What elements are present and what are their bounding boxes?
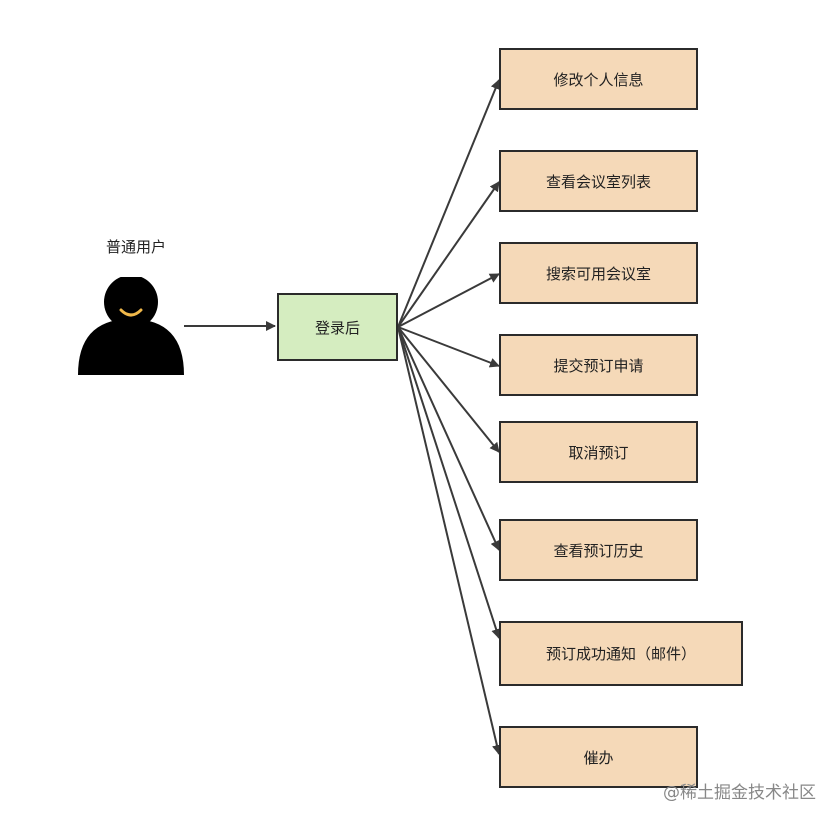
login-node-label: 登录后: [314, 318, 360, 337]
action-node-label: 修改个人信息: [553, 70, 644, 89]
actor-label: 普通用户: [105, 238, 166, 256]
arrow-to-action-3: [397, 273, 500, 328]
action-node-label: 催办: [583, 748, 614, 767]
action-node-cancel-booking: 取消预订: [499, 421, 698, 483]
action-node-view-rooms: 查看会议室列表: [499, 150, 698, 212]
action-node-label: 查看会议室列表: [545, 172, 651, 191]
action-node-booking-history: 查看预订历史: [499, 519, 698, 581]
user-person-icon: [78, 277, 184, 375]
action-node-label: 预订成功通知（邮件）: [545, 645, 696, 663]
action-node-submit-booking: 提交预订申请: [499, 334, 698, 396]
arrow-to-action-8: [397, 326, 502, 755]
action-node-search-rooms: 搜索可用会议室: [499, 242, 698, 304]
arrow-to-action-6: [397, 326, 500, 551]
action-node-label: 查看预订历史: [553, 541, 644, 560]
watermark: @稀土掘金技术社区: [663, 783, 816, 803]
arrow-to-action-7: [397, 326, 501, 639]
action-node-label: 提交预订申请: [553, 356, 644, 375]
action-node-email-notification: 预订成功通知（邮件）: [499, 621, 743, 686]
login-node: 登录后: [277, 293, 398, 361]
action-node-edit-profile: 修改个人信息: [499, 48, 698, 110]
arrow-to-action-1: [397, 79, 501, 328]
action-node-label: 搜索可用会议室: [545, 264, 651, 283]
arrow-to-action-2: [397, 181, 500, 328]
action-node-label: 取消预订: [568, 443, 629, 462]
arrow-to-action-5: [397, 326, 500, 453]
arrow-to-action-4: [397, 326, 500, 368]
action-node-urge: 催办: [499, 726, 698, 788]
